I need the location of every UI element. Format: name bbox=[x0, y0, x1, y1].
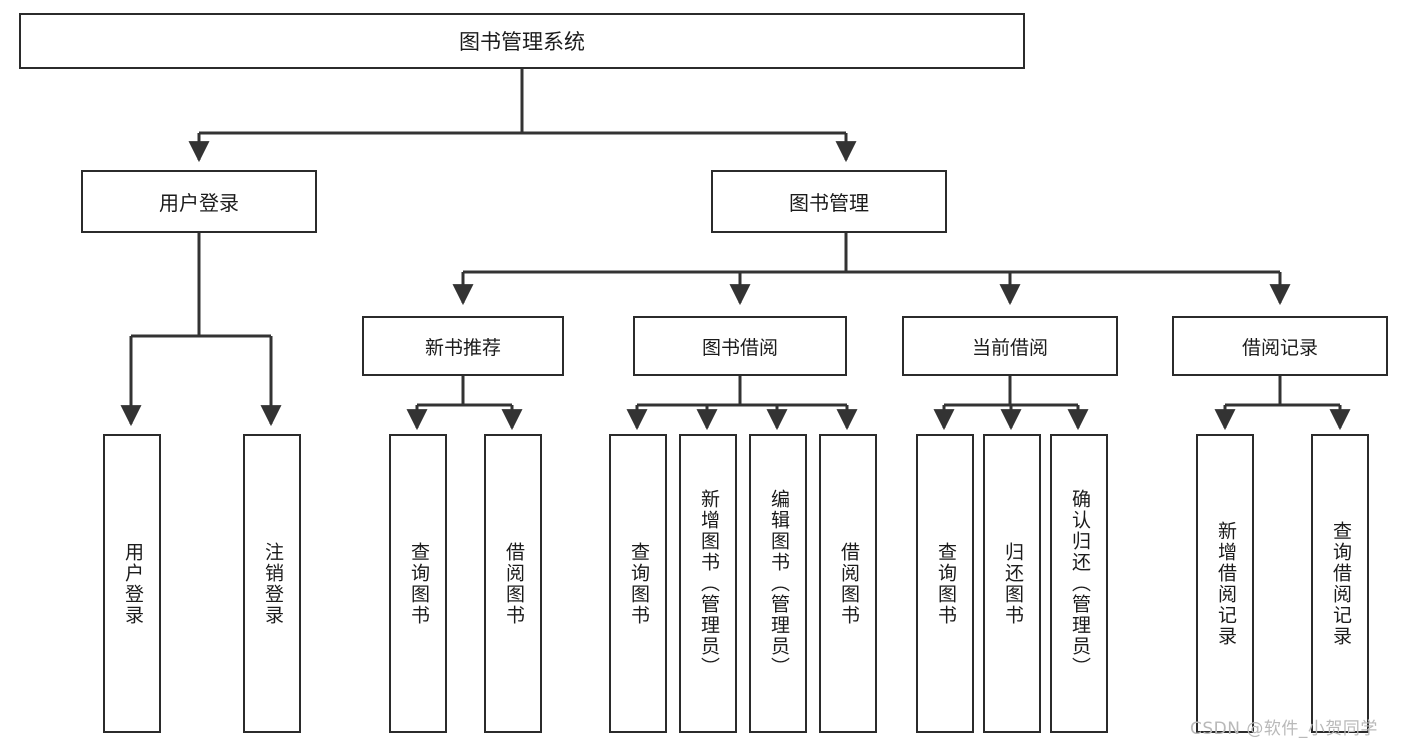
node-label: 查询图书 bbox=[627, 541, 650, 626]
node-label: 查询借阅记录 bbox=[1329, 520, 1352, 647]
node-borrowing-record[interactable]: 借阅记录 bbox=[1172, 316, 1388, 376]
leaf-confirm-return-admin[interactable]: 确认归还（管理员） bbox=[1050, 434, 1108, 733]
node-label: 借阅图书 bbox=[502, 541, 525, 626]
node-label: 新书推荐 bbox=[424, 336, 501, 359]
node-label: 当前借阅 bbox=[971, 336, 1048, 359]
leaf-query-book-current[interactable]: 查询图书 bbox=[916, 434, 974, 733]
leaf-query-borrow-record[interactable]: 查询借阅记录 bbox=[1311, 434, 1369, 733]
node-label: 查询图书 bbox=[934, 541, 957, 626]
node-book-management[interactable]: 图书管理 bbox=[711, 170, 947, 233]
leaf-user-login[interactable]: 用户登录 bbox=[103, 434, 161, 733]
node-label: 确认归还（管理员） bbox=[1068, 489, 1091, 678]
node-label: 注销登录 bbox=[261, 541, 284, 626]
leaf-add-book-admin[interactable]: 新增图书（管理员） bbox=[679, 434, 737, 733]
leaf-return-book[interactable]: 归还图书 bbox=[983, 434, 1041, 733]
node-root-book-management-system[interactable]: 图书管理系统 bbox=[19, 13, 1025, 69]
node-user-login[interactable]: 用户登录 bbox=[81, 170, 317, 233]
node-label: 借阅记录 bbox=[1241, 336, 1318, 359]
leaf-logout-login[interactable]: 注销登录 bbox=[243, 434, 301, 733]
node-label: 新增图书（管理员） bbox=[697, 489, 720, 678]
leaf-add-borrow-record[interactable]: 新增借阅记录 bbox=[1196, 434, 1254, 733]
node-label: 查询图书 bbox=[407, 541, 430, 626]
leaf-borrow-book-new-rec[interactable]: 借阅图书 bbox=[484, 434, 542, 733]
node-label: 用户登录 bbox=[121, 541, 144, 626]
node-book-borrowing[interactable]: 图书借阅 bbox=[633, 316, 847, 376]
watermark: CSDN @软件_小贺同学 bbox=[1190, 719, 1378, 739]
leaf-borrow-book[interactable]: 借阅图书 bbox=[819, 434, 877, 733]
node-current-borrowing[interactable]: 当前借阅 bbox=[902, 316, 1118, 376]
leaf-query-book-borrow[interactable]: 查询图书 bbox=[609, 434, 667, 733]
node-label: 新增借阅记录 bbox=[1214, 520, 1237, 647]
node-label: 编辑图书（管理员） bbox=[767, 489, 790, 678]
node-label: 图书管理 bbox=[789, 191, 869, 215]
node-label: 借阅图书 bbox=[837, 541, 860, 626]
node-label: 归还图书 bbox=[1001, 541, 1024, 626]
node-label: 用户登录 bbox=[159, 191, 239, 215]
leaf-edit-book-admin[interactable]: 编辑图书（管理员） bbox=[749, 434, 807, 733]
node-new-book-recommendation[interactable]: 新书推荐 bbox=[362, 316, 564, 376]
node-label: 图书借阅 bbox=[701, 336, 778, 359]
node-label: 图书管理系统 bbox=[459, 30, 585, 54]
leaf-query-book-new-rec[interactable]: 查询图书 bbox=[389, 434, 447, 733]
